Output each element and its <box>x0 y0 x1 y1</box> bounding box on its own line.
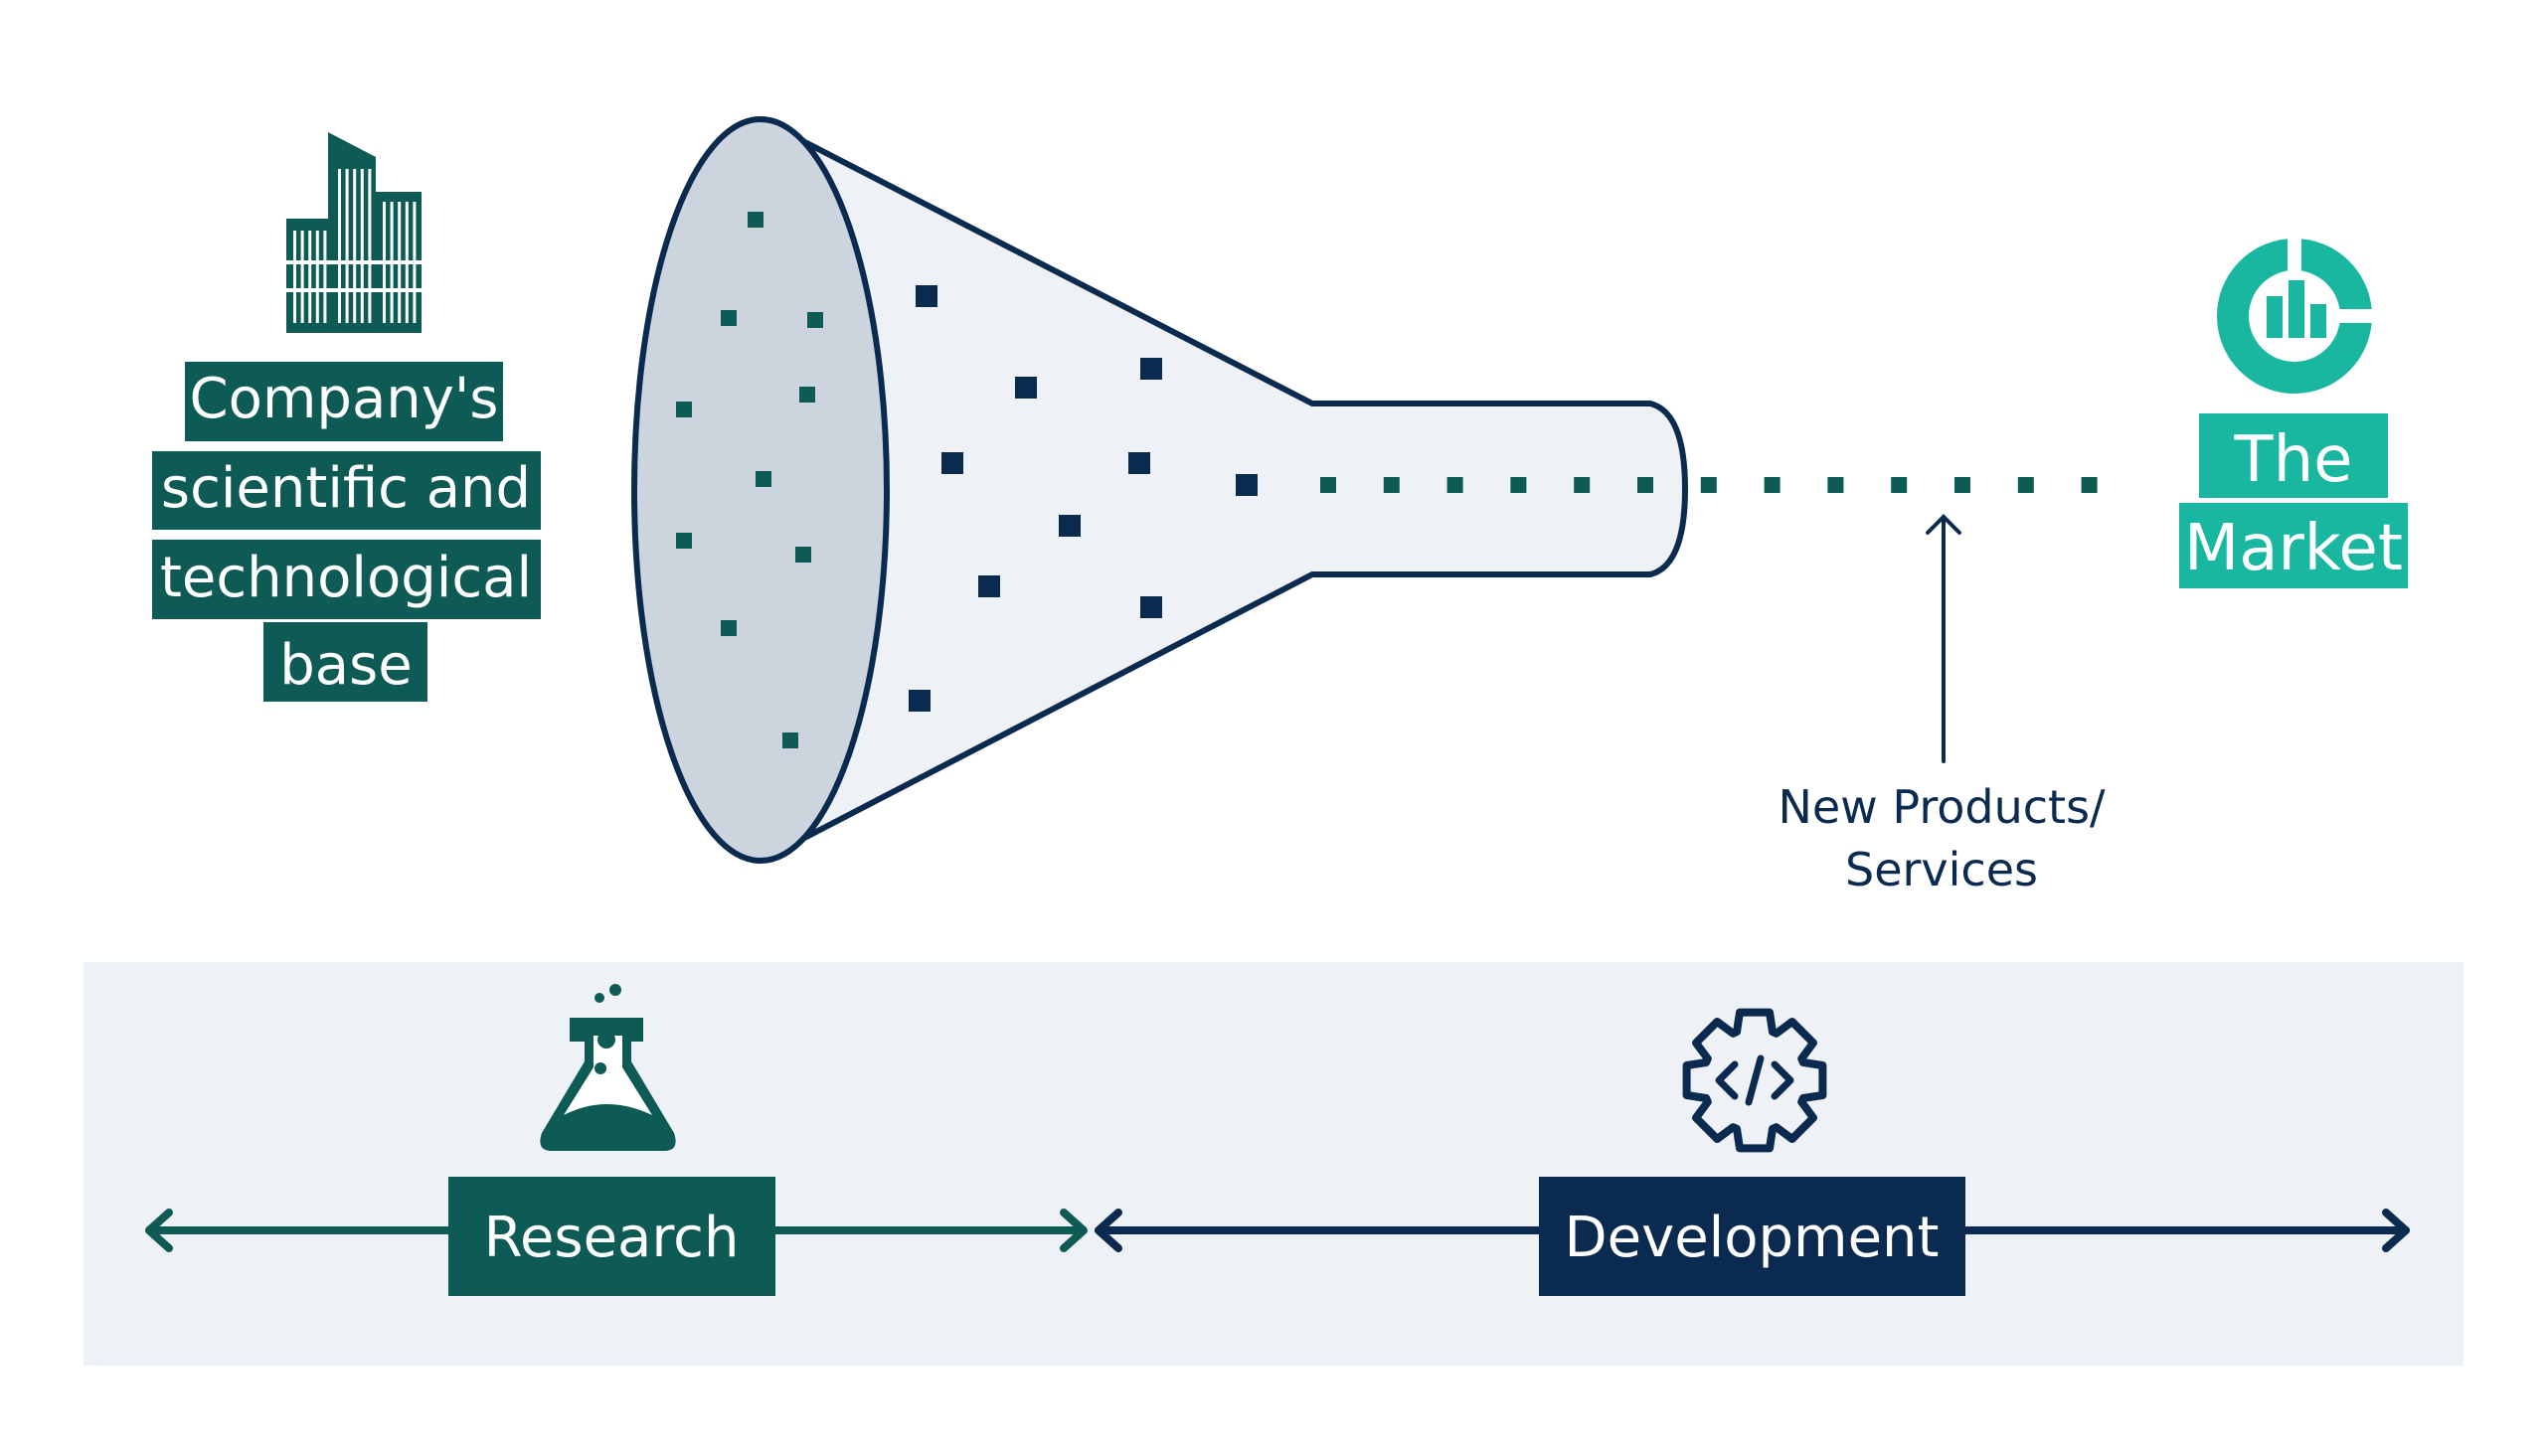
annotation-line-2: Services <box>1845 843 2038 896</box>
funnel-particle <box>1059 515 1081 537</box>
funnel-particle <box>676 533 692 549</box>
flow-dot <box>1510 477 1527 493</box>
product-flow-dots <box>1320 477 2098 493</box>
phase-band <box>84 962 2463 1366</box>
funnel-particle <box>1140 596 1162 618</box>
market-label-line-1: The <box>2233 423 2352 497</box>
flow-dot <box>1320 477 1336 493</box>
funnel-particle <box>978 575 1000 597</box>
base-label-line-3: technological <box>160 546 532 610</box>
base-label-bg-2 <box>152 451 541 530</box>
funnel-mouth <box>631 116 890 864</box>
market-label-bg-2 <box>2179 503 2408 588</box>
funnel-particle <box>1015 377 1037 399</box>
funnel-particle <box>721 620 737 636</box>
development-label: Development <box>1565 1206 1940 1270</box>
funnel-particle <box>807 312 823 328</box>
funnel-particle <box>756 471 771 487</box>
flow-dot <box>2017 477 2034 493</box>
funnel-icon <box>631 116 1688 864</box>
funnel-particle <box>748 212 764 228</box>
flow-dot <box>1383 477 1400 493</box>
market-label: The Market <box>2179 413 2408 588</box>
funnel-particle <box>721 310 737 326</box>
building-windows <box>286 169 422 323</box>
flow-dot <box>1827 477 1844 493</box>
flask-icon <box>540 984 676 1151</box>
flow-dot <box>1446 477 1463 493</box>
base-label-bg-3 <box>152 540 541 619</box>
funnel-particle <box>1140 358 1162 380</box>
flow-dot <box>1764 477 1781 493</box>
research-label: Research <box>484 1206 740 1270</box>
flow-dot <box>1891 477 1908 493</box>
gear-code-icon <box>1682 1008 1827 1153</box>
flow-dot <box>1637 477 1653 493</box>
flow-dot <box>2081 477 2098 493</box>
market-label-line-2: Market <box>2184 512 2403 585</box>
base-label-line-1: Company's <box>190 367 499 431</box>
base-label: Company's scientific and technological b… <box>152 362 541 702</box>
base-label-line-2: scientific and <box>161 456 531 521</box>
base-label-bg-4 <box>263 622 427 702</box>
funnel-particle <box>1236 474 1258 496</box>
flow-dot <box>1574 477 1591 493</box>
up-arrow-icon <box>1926 514 1961 763</box>
funnel-particle <box>916 285 937 307</box>
annotation-line-1: New Products/ <box>1778 780 2106 834</box>
funnel-particle <box>909 690 931 712</box>
flow-dot <box>1954 477 1970 493</box>
funnel-particle <box>782 732 798 748</box>
funnel-particle <box>676 402 692 417</box>
flow-dot <box>1700 477 1717 493</box>
base-label-bg-1 <box>185 362 503 441</box>
funnel-particles <box>676 212 1258 748</box>
funnel-particle <box>795 547 811 563</box>
funnel-body <box>758 116 1688 864</box>
market-chart-icon <box>2217 223 2376 394</box>
research-label-bg <box>448 1177 775 1296</box>
base-label-line-4: base <box>279 633 413 698</box>
funnel-particle <box>941 452 963 474</box>
funnel-particle <box>799 387 815 403</box>
funnel-particle <box>1128 452 1150 474</box>
market-label-bg-1 <box>2199 413 2388 498</box>
development-label-bg <box>1539 1177 1965 1296</box>
